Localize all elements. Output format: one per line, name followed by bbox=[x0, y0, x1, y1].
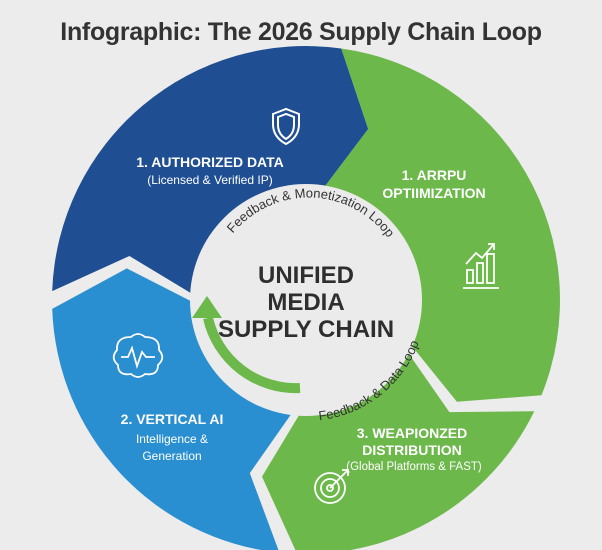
segment-distribution-subtitle: (Global Platforms & FAST) bbox=[346, 461, 482, 473]
segment-authorized-data-title: 1. AUTHORIZED DATA bbox=[136, 154, 284, 170]
center-title-line2: MEDIA bbox=[267, 289, 344, 316]
segment-vertical-ai-title: 2. VERTICAL AI bbox=[121, 411, 224, 427]
segment-arrpu-title-line1: 1. ARRPU bbox=[402, 167, 467, 183]
segment-distribution-title-line2: DISTRIBUTION bbox=[362, 442, 462, 458]
inner-loop-arrow bbox=[203, 316, 301, 394]
shield-icon bbox=[272, 107, 300, 146]
brain-icon bbox=[112, 333, 164, 378]
bar-chart-growth-icon bbox=[463, 243, 499, 289]
segment-arrpu-optimization bbox=[321, 48, 561, 402]
segment-authorized-data-subtitle: (Licensed & Verified IP) bbox=[147, 173, 272, 187]
center-circle bbox=[190, 184, 422, 416]
center-title-line1: UNIFIED bbox=[258, 262, 354, 289]
inner-arrow-head bbox=[192, 296, 222, 318]
segment-vertical-ai bbox=[52, 268, 295, 550]
segment-vertical-ai-subtitle-line2: Generation bbox=[142, 449, 201, 463]
segment-arrpu-title-line2: OPTIIMIZATION bbox=[382, 185, 485, 201]
segment-vertical-ai-subtitle-line1: Intelligence & bbox=[136, 432, 208, 446]
segment-weaponized-distribution bbox=[262, 348, 535, 550]
segment-authorized-data bbox=[52, 46, 369, 297]
center-title-line3: SUPPLY CHAIN bbox=[218, 316, 394, 343]
globe-target-icon bbox=[314, 469, 349, 504]
infographic-title: Infographic: The 2026 Supply Chain Loop bbox=[60, 18, 542, 46]
segment-distribution-title-line1: 3. WEAPIONZED bbox=[357, 425, 467, 441]
